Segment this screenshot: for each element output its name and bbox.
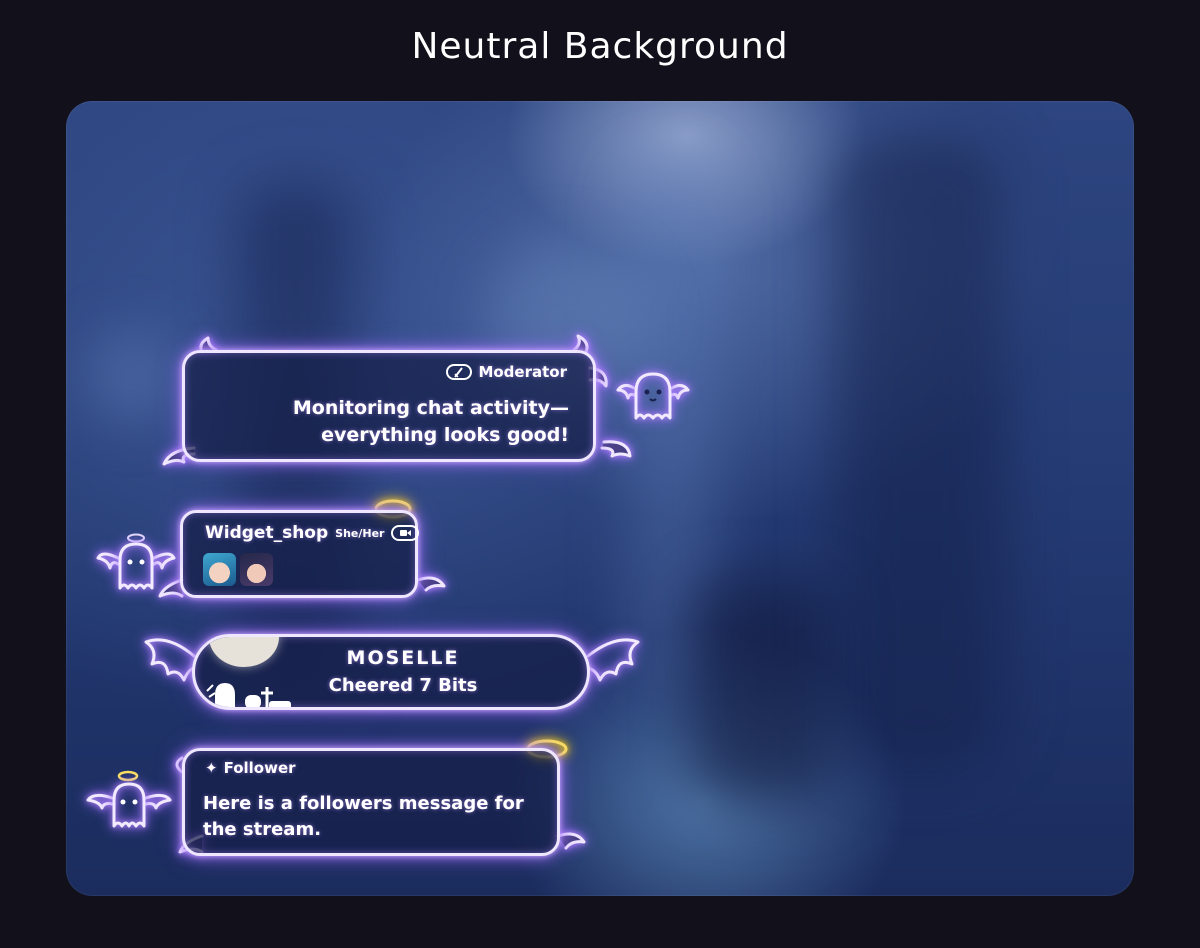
background-tree-shape (836, 131, 1006, 771)
video-camera-icon (391, 525, 420, 541)
ghost-bat-mascot-icon (616, 372, 690, 420)
emote-dark-haired-girl (240, 553, 273, 586)
moderator-message-line1: Monitoring chat activity— (292, 397, 569, 419)
chat-message-widget: Widget_shop She/Her (90, 494, 460, 614)
follower-label: Follower (223, 759, 296, 777)
chat-message-bubble: Widget_shop She/Her (180, 510, 420, 598)
background-light-shape (86, 331, 176, 421)
chat-pronouns: She/Her (335, 526, 385, 540)
background-grave-shape (691, 581, 831, 801)
follower-alert-widget: ✦ Follower Here is a followers message f… (84, 732, 604, 864)
cheer-alert-widget: MOSELLE Cheered 7 Bits (138, 628, 658, 720)
moderator-message-line2: everything looks good! (321, 424, 569, 446)
graveyard-ghost-icon (206, 683, 291, 707)
angel-ghost-mascot-icon (86, 770, 172, 828)
cheer-name: MOSELLE (346, 647, 460, 669)
moderator-message-widget: Moderator Monitoring chat activity— ever… (150, 330, 710, 480)
angel-ghost-mascot-icon (96, 533, 176, 590)
cheer-message: Cheered 7 Bits (328, 675, 478, 696)
sparkle-icon: ✦ (205, 759, 218, 777)
moderator-role-row: Moderator (446, 363, 567, 381)
chat-emotes-row (203, 553, 273, 586)
chat-username: Widget_shop (205, 523, 329, 543)
follower-message-line2: the stream. (203, 819, 322, 840)
moderator-message-bubble: Moderator Monitoring chat activity— ever… (182, 350, 596, 462)
emote-crying-girl (203, 553, 236, 586)
cheer-alert-bubble: MOSELLE Cheered 7 Bits (192, 634, 590, 710)
follower-message-text: Here is a followers message for the stre… (203, 791, 524, 843)
cheer-bat-wings (144, 638, 640, 682)
moderator-role-label: Moderator (478, 363, 567, 381)
page-heading: Neutral Background (411, 26, 789, 67)
sword-icon (446, 364, 473, 380)
follower-label-row: ✦ Follower (205, 759, 296, 777)
follower-alert-bubble: ✦ Follower Here is a followers message f… (182, 748, 560, 856)
follower-message-line1: Here is a followers message for (203, 793, 524, 814)
chat-header-row: Widget_shop She/Her (205, 523, 420, 543)
chat-decoration (158, 499, 446, 598)
moderator-message-text: Monitoring chat activity— everything loo… (293, 395, 569, 449)
